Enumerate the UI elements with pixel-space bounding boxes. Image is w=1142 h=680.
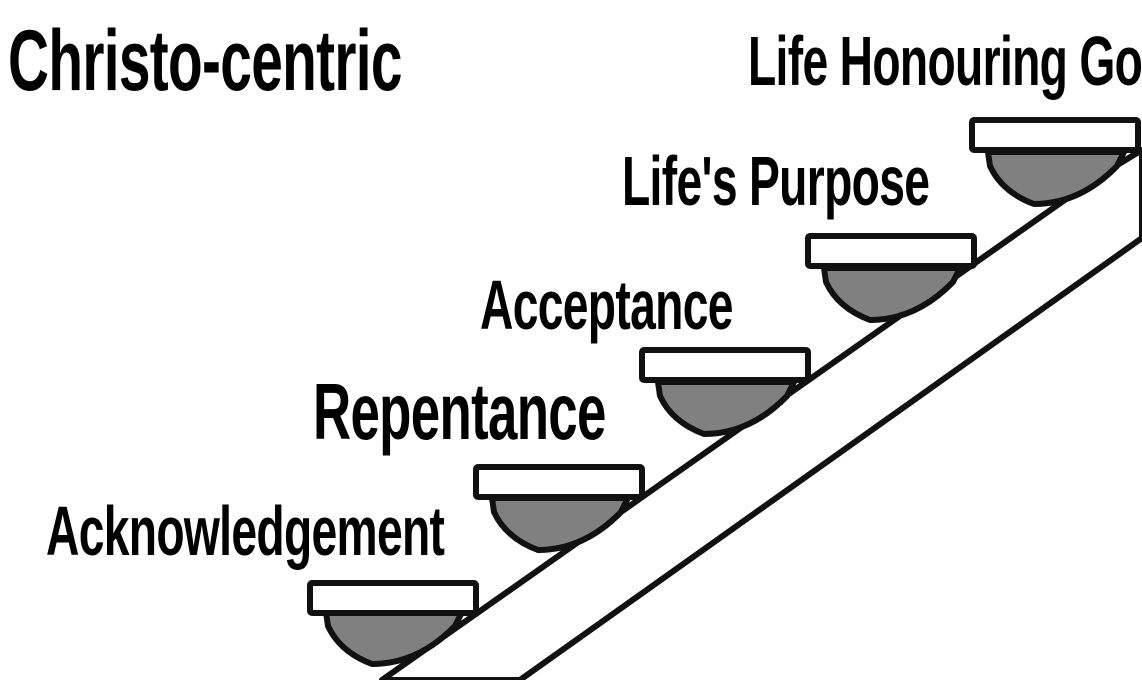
step-label-acceptance: Acceptance	[480, 270, 733, 340]
stair-tread-3	[642, 350, 808, 380]
stair-tread-5	[972, 120, 1138, 150]
stair-tread-2	[476, 467, 642, 497]
stair-tread-4	[808, 236, 974, 266]
step-label-lifes-purpose: Life's Purpose	[622, 146, 929, 216]
step-label-life-honouring-god: Life Honouring God	[748, 26, 1142, 96]
stair-tread-1	[310, 583, 476, 613]
step-label-acknowledgement: Acknowledgement	[46, 496, 444, 566]
diagram-title: Christo-centric	[8, 18, 402, 104]
step-label-repentance: Repentance	[313, 372, 606, 452]
